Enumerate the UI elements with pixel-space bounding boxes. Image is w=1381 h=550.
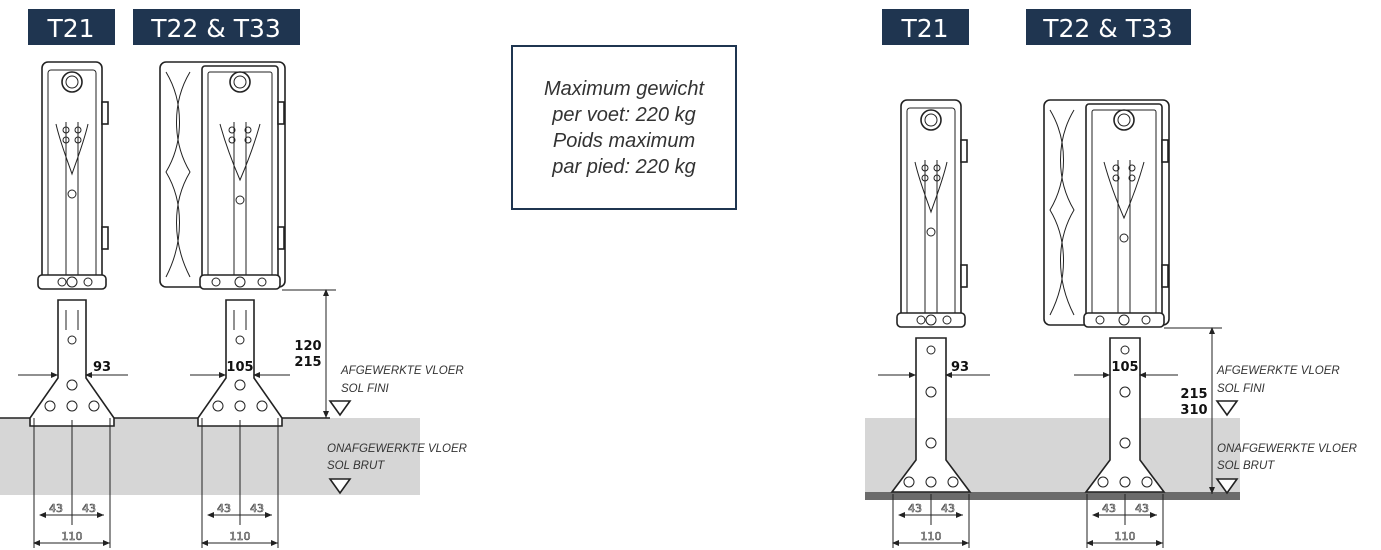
right-triangle-raw — [1215, 478, 1239, 495]
note-line-3: Poids maximum — [552, 129, 696, 152]
left-triangle-raw — [328, 478, 352, 495]
right-label-raw-nl: ONAFGEWERKTE VLOER — [1217, 443, 1357, 455]
note-line-4: par pied: 220 kg — [552, 155, 696, 178]
svg-text:T21: T21 — [46, 14, 94, 43]
left-t21-split-a: 43 — [49, 502, 63, 515]
left-t22-split-b: 43 — [250, 502, 264, 515]
note-line-2: per voet: 220 kg — [552, 103, 696, 126]
right-t21-split-a: 43 — [908, 502, 922, 515]
svg-text:T22 & T33: T22 & T33 — [150, 14, 281, 43]
right-panel: T21 T22 & T33 93 105 — [865, 9, 1357, 548]
left-dim-215: 215 — [294, 355, 321, 370]
left-label-raw-fr: SOL BRUT — [327, 460, 385, 472]
right-t21-split-b: 43 — [941, 502, 955, 515]
max-weight-note: Maximum gewicht per voet: 220 kg Poids m… — [511, 45, 737, 210]
left-label-finished-fr: SOL FINI — [341, 383, 390, 395]
svg-text:T22 & T33: T22 & T33 — [1042, 14, 1173, 43]
right-t22-split-b: 43 — [1135, 502, 1149, 515]
note-line-1: Maximum gewicht — [543, 77, 705, 100]
right-tag-t21: T21 — [882, 9, 969, 45]
right-label-finished-fr: SOL FINI — [1217, 383, 1266, 395]
right-label-finished-nl: AFGEWERKTE VLOER — [1216, 365, 1340, 377]
left-tag-t21: T21 — [28, 9, 115, 45]
left-dim-93: 93 — [93, 360, 111, 375]
right-label-raw-fr: SOL BRUT — [1217, 460, 1275, 472]
left-radiator-t22 — [159, 61, 286, 290]
right-foot-t21 — [890, 337, 972, 493]
left-panel: T21 T22 & T33 93 105 — [0, 9, 467, 548]
right-t22-total: 110 — [1115, 530, 1136, 543]
right-slab — [865, 492, 1240, 500]
right-foot-t22 — [1084, 337, 1166, 493]
right-radiator-t22 — [1043, 99, 1170, 328]
left-dim-120: 120 — [294, 339, 321, 354]
left-foot-t21 — [29, 299, 115, 427]
left-label-finished-nl: AFGEWERKTE VLOER — [340, 365, 464, 377]
left-t22-split-a: 43 — [217, 502, 231, 515]
right-tag-t22-t33: T22 & T33 — [1026, 9, 1191, 45]
left-dim-105: 105 — [226, 360, 253, 375]
right-dim-215: 215 — [1180, 387, 1207, 402]
svg-text:T21: T21 — [900, 14, 948, 43]
left-t22-total: 110 — [230, 530, 251, 543]
left-foot-t22 — [197, 299, 283, 427]
left-t21-split-b: 43 — [82, 502, 96, 515]
left-triangle-finished — [328, 400, 352, 417]
right-dim-105: 105 — [1111, 360, 1138, 375]
left-tag-t22-t33: T22 & T33 — [133, 9, 300, 45]
right-dim-93: 93 — [951, 360, 969, 375]
right-triangle-finished — [1215, 400, 1239, 417]
left-radiator-t21 — [37, 61, 109, 290]
left-t21-total: 110 — [62, 530, 83, 543]
left-label-raw-nl: ONAFGEWERKTE VLOER — [327, 443, 467, 455]
left-floor-fill — [0, 418, 420, 495]
right-t22-split-a: 43 — [1102, 502, 1116, 515]
right-t21-total: 110 — [921, 530, 942, 543]
right-dim-310: 310 — [1180, 403, 1207, 418]
right-radiator-t21 — [896, 99, 968, 328]
